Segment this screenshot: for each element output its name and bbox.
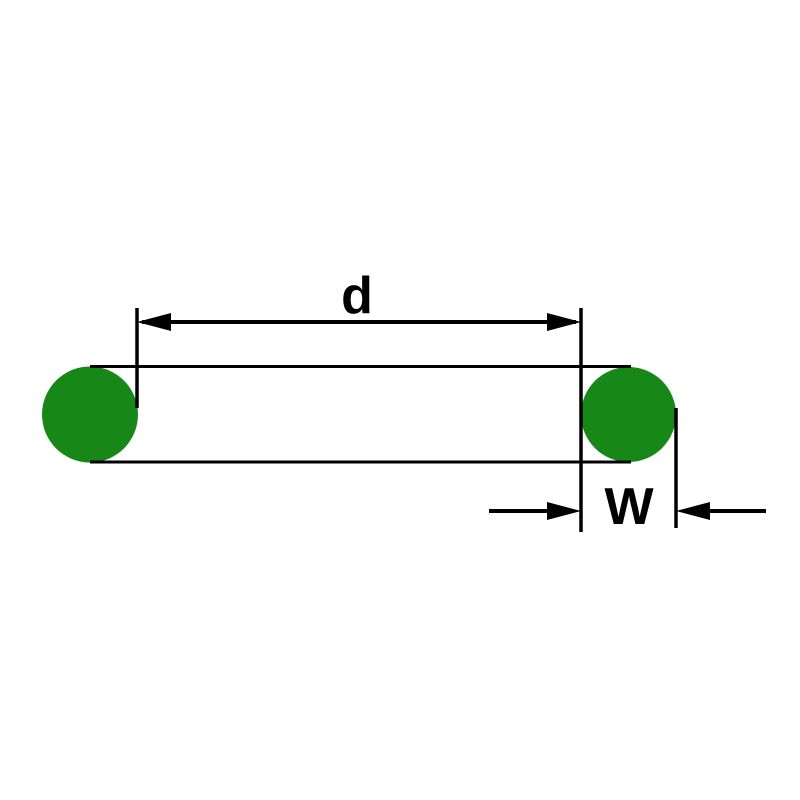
diameter-arrowhead-right: [547, 313, 581, 331]
width-arrowhead-right: [676, 502, 710, 520]
o-ring-cross-section-left: [42, 366, 138, 463]
width-arrowhead-left: [547, 502, 581, 520]
diameter-arrowhead-left: [137, 313, 171, 331]
width-label: W: [604, 478, 654, 536]
diameter-label: d: [341, 267, 373, 325]
o-ring-cross-section-right: [581, 367, 676, 462]
